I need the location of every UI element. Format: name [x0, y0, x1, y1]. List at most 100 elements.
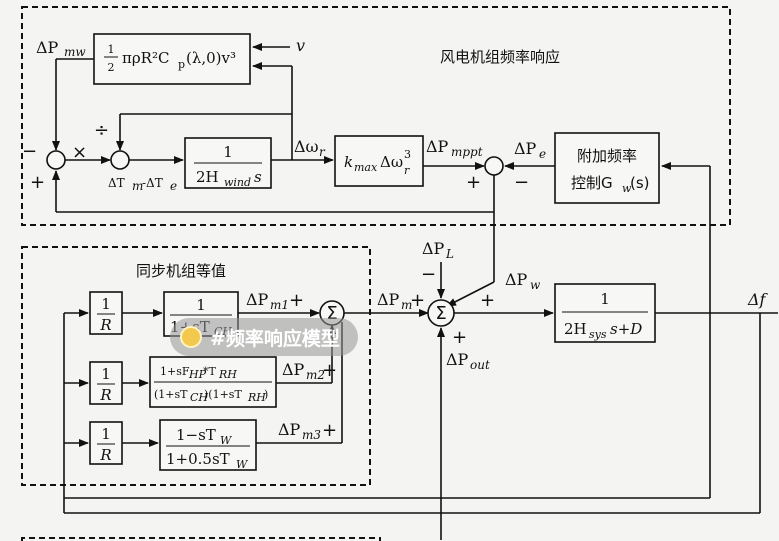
dPm1-sub: m1	[270, 298, 289, 312]
pout-plus: +	[452, 327, 467, 348]
wind-sum-node	[484, 156, 504, 176]
dPmppt-label: ΔP	[426, 137, 449, 156]
r3-num: 1	[101, 425, 111, 443]
g3-num: 1−sT	[176, 426, 216, 444]
dPe-sub: e	[539, 147, 546, 161]
sync-region-title: 同步机组等值	[136, 262, 226, 280]
mppt-plus: +	[466, 172, 481, 193]
mult-plus-sign: +	[30, 172, 45, 193]
g3-den-sub: W	[236, 458, 249, 471]
dPL-label: ΔP	[422, 239, 445, 258]
gw-control-block	[554, 132, 660, 204]
pl-minus: −	[421, 264, 436, 285]
dPw-sub: w	[530, 278, 541, 292]
bottom-region-border	[21, 537, 381, 541]
wind-region-title: 风电机组频率响应	[440, 48, 560, 66]
kmax-sub2: r	[404, 164, 410, 177]
sys-den-tail: s+D	[610, 320, 642, 338]
kmax-sup: 3	[404, 148, 411, 161]
g2-num-sub: HP	[188, 368, 207, 381]
g2-num: 1+sF	[160, 365, 190, 378]
v-label: v	[296, 36, 305, 55]
sync-region-border	[21, 246, 371, 486]
dPw-label: ΔP	[505, 270, 528, 289]
topic-watermark[interactable]: #频率响应模型	[170, 318, 358, 356]
kmax-label: k	[344, 153, 353, 171]
dPout-label: ΔP	[446, 350, 469, 369]
kmax-expr: Δω	[380, 153, 403, 171]
sync-sigma: Σ	[326, 303, 337, 324]
pw-plus: +	[480, 290, 495, 311]
gw-line2: 控制G	[571, 174, 613, 192]
pe-minus: −	[514, 172, 529, 193]
system-sigma: Σ	[435, 303, 446, 324]
pm-plus: +	[410, 290, 425, 311]
g2-den-sub: CH	[190, 391, 208, 404]
droop-block-3	[89, 421, 123, 465]
dTe-label: -ΔT	[142, 176, 163, 190]
dPe-label: ΔP	[514, 139, 537, 158]
inertia-num: 1	[223, 143, 233, 161]
domega-label: Δω	[294, 137, 319, 156]
topic-icon	[180, 326, 202, 348]
g2-den-mid: )(1+sT	[204, 388, 242, 401]
watermark-text: #频率响应模型	[210, 327, 340, 350]
dPmw-sub: mw	[64, 45, 86, 59]
gw-line1: 附加频率	[577, 147, 637, 165]
dTm-sub: m	[132, 179, 143, 193]
dTe-sub: e	[170, 179, 177, 193]
kmax-sub: max	[354, 161, 378, 174]
times-symbol: ×	[72, 142, 87, 163]
dPm2-sub: m2	[306, 368, 325, 382]
gw-sub: w	[622, 182, 632, 195]
aero-expr2: (λ,0)v³	[186, 49, 236, 67]
r1-den: R	[99, 316, 111, 334]
g2-den: (1+sT	[154, 388, 188, 401]
dPm-label: ΔP	[377, 290, 400, 309]
g2-den-sub2: RH	[247, 391, 266, 404]
dPout-sub: out	[470, 358, 490, 372]
g2-num-tail: *T	[203, 365, 217, 378]
droop-block-1	[89, 291, 123, 335]
r3-den: R	[99, 446, 111, 464]
aero-sub: p	[178, 58, 185, 71]
aero-power-block	[93, 33, 251, 85]
g2-num-sub2: RH	[218, 368, 237, 381]
dPm1-label: ΔP	[246, 290, 269, 309]
dPm3-label: ΔP	[278, 420, 301, 439]
g1-num: 1	[196, 296, 206, 314]
wind-region-border	[21, 6, 731, 226]
pm1-plus: +	[289, 290, 304, 311]
dPL-sub: L	[445, 247, 454, 261]
aero-expr: πρR²C	[122, 49, 169, 67]
dPm3-sub: m3	[302, 428, 321, 442]
r2-num: 1	[101, 365, 111, 383]
system-dynamics-block	[554, 283, 656, 343]
inertia-den-sub: wind	[224, 176, 251, 189]
sys-den: 2H	[564, 320, 587, 338]
inertia-den: 2H	[196, 168, 219, 186]
aero-frac-den: 2	[108, 61, 115, 74]
droop-block-2	[89, 361, 123, 405]
inertia-den-s: s	[254, 168, 262, 186]
governor-block-3	[159, 419, 257, 471]
dTm-label: ΔT	[108, 176, 125, 190]
multiplier-node	[46, 150, 66, 170]
r2-den: R	[99, 386, 111, 404]
dPmw-label: ΔP	[36, 38, 59, 57]
pm3-plus: +	[322, 420, 337, 441]
divider-node	[110, 150, 130, 170]
r1-num: 1	[101, 295, 111, 313]
g3-num-sub: W	[220, 434, 233, 447]
dPm2-label: ΔP	[282, 360, 305, 379]
pm2-plus: +	[322, 360, 337, 381]
div-symbol: ÷	[94, 120, 109, 141]
dPmppt-sub: mppt	[451, 145, 483, 159]
aero-frac-num: 1	[108, 43, 115, 56]
kmax-block	[334, 135, 424, 187]
sys-den-sub: sys	[589, 328, 607, 341]
df-label: Δf	[747, 290, 769, 309]
gw-tail: (s)	[630, 174, 650, 192]
